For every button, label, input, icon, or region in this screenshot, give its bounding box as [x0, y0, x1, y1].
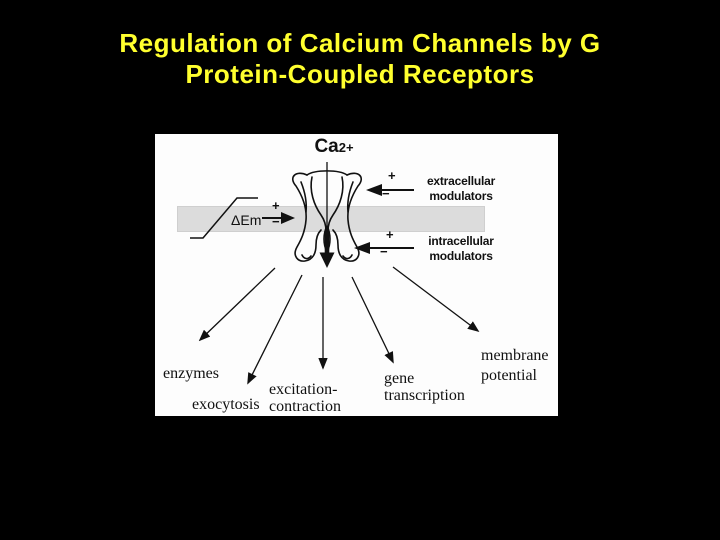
arrow-to-enzymes: [198, 267, 276, 342]
ion-symbol: Ca: [314, 136, 339, 157]
intracellular-modulators-line2: modulators: [429, 249, 493, 263]
channel-inner-left: [310, 176, 327, 232]
target-label-exocytosis: exocytosis: [192, 396, 260, 413]
slide-title-line1: Regulation of Calcium Channels by G: [119, 28, 601, 58]
diagram-artwork: [190, 162, 480, 385]
extracellular-modulators-label: extracellular modulators: [418, 174, 504, 204]
intracellular-plus-sign: +: [386, 227, 394, 242]
extracellular-minus-sign: −: [382, 186, 390, 201]
target-label-gene-transcription: gene transcription: [384, 370, 465, 404]
slide-title: Regulation of Calcium Channels by G Prot…: [0, 28, 720, 90]
membrane-line2: potential: [481, 367, 537, 384]
diagram-panel: Ca2+ ΔEm + − + − extracellular modulator…: [155, 134, 558, 416]
channel-foot-detail-right: [342, 254, 353, 260]
excitation-line2: contraction: [269, 398, 341, 415]
intracellular-modulators-line1: intracellular: [428, 234, 494, 248]
target-label-enzymes: enzymes: [163, 365, 219, 382]
slide-title-line2: Protein-Coupled Receptors: [185, 59, 535, 89]
channel-wall-detail-right: [346, 181, 354, 213]
channel-foot-detail-left: [301, 254, 312, 260]
intracellular-arrowhead-icon: [354, 242, 370, 254]
excitation-line1: excitation-: [269, 381, 338, 398]
extracellular-modulators-line2: modulators: [429, 189, 493, 203]
voltage-plus-sign: +: [272, 198, 280, 213]
calcium-flow-stem: [324, 230, 330, 254]
channel-inner-right: [327, 176, 344, 232]
arrow-to-membrane-potential: [392, 266, 480, 333]
gene-line2: transcription: [384, 387, 465, 404]
intracellular-modulators-label: intracellular modulators: [418, 234, 504, 264]
voltage-label: ΔEm: [231, 212, 262, 228]
target-label-membrane-potential: membrane potential: [481, 346, 549, 386]
voltage-minus-sign: −: [272, 214, 280, 229]
intracellular-minus-sign: −: [380, 244, 388, 259]
channel-left-wall: [292, 172, 322, 262]
voltage-arrowhead-icon: [281, 212, 295, 224]
membrane-line1: membrane: [481, 347, 549, 364]
extracellular-plus-sign: +: [388, 168, 396, 183]
ion-charge: 2+: [338, 140, 354, 155]
channel-top-rim: [306, 170, 348, 176]
voltage-step-icon: [190, 197, 258, 239]
extracellular-modulators-line1: extracellular: [426, 174, 496, 188]
channel-right-wall: [332, 172, 362, 262]
arrow-to-exocytosis: [247, 274, 303, 385]
target-label-excitation-contraction: excitation- contraction: [269, 381, 341, 415]
membrane-band: [177, 206, 485, 232]
arrow-to-gene-transcription: [351, 276, 394, 364]
gene-line1: gene: [384, 370, 415, 387]
ion-label: Ca2+: [304, 136, 364, 158]
calcium-flow-arrowhead-icon: [319, 252, 335, 268]
extracellular-arrowhead-icon: [366, 184, 382, 196]
channel-wall-detail-left: [300, 181, 308, 213]
